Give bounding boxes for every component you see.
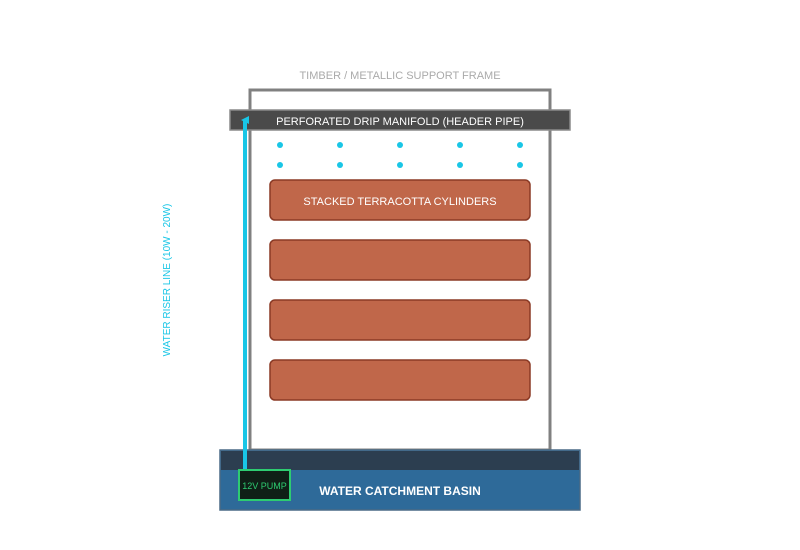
terracotta-cylinder xyxy=(269,299,531,341)
drip-droplets xyxy=(277,142,523,168)
pump-label: 12V PUMP xyxy=(242,481,287,491)
basin-label: WATER CATCHMENT BASIN xyxy=(319,484,481,498)
drip-manifold xyxy=(229,109,571,131)
manifold-label: PERFORATED DRIP MANIFOLD (HEADER PIPE) xyxy=(276,116,524,128)
terracotta-stack xyxy=(269,179,531,401)
drip-droplet xyxy=(457,142,463,148)
frame-label: TIMBER / METALLIC SUPPORT FRAME xyxy=(299,70,500,82)
drip-droplet xyxy=(397,142,403,148)
drip-droplet xyxy=(397,162,403,168)
drip-droplet xyxy=(277,162,283,168)
cylinders-label: STACKED TERRACOTTA CYLINDERS xyxy=(303,196,496,208)
terracotta-cylinder xyxy=(269,359,531,401)
drip-droplet xyxy=(337,162,343,168)
basin-water-surface xyxy=(221,451,579,470)
drip-droplet xyxy=(517,142,523,148)
drip-droplet xyxy=(457,162,463,168)
pump-box xyxy=(238,469,291,501)
riser-label: WATER RISER LINE (10W - 20W) xyxy=(162,204,173,357)
drip-droplet xyxy=(337,142,343,148)
drip-droplet xyxy=(277,142,283,148)
terracotta-cylinder xyxy=(269,239,531,281)
terracotta-cylinder xyxy=(269,179,531,221)
drip-droplet xyxy=(517,162,523,168)
